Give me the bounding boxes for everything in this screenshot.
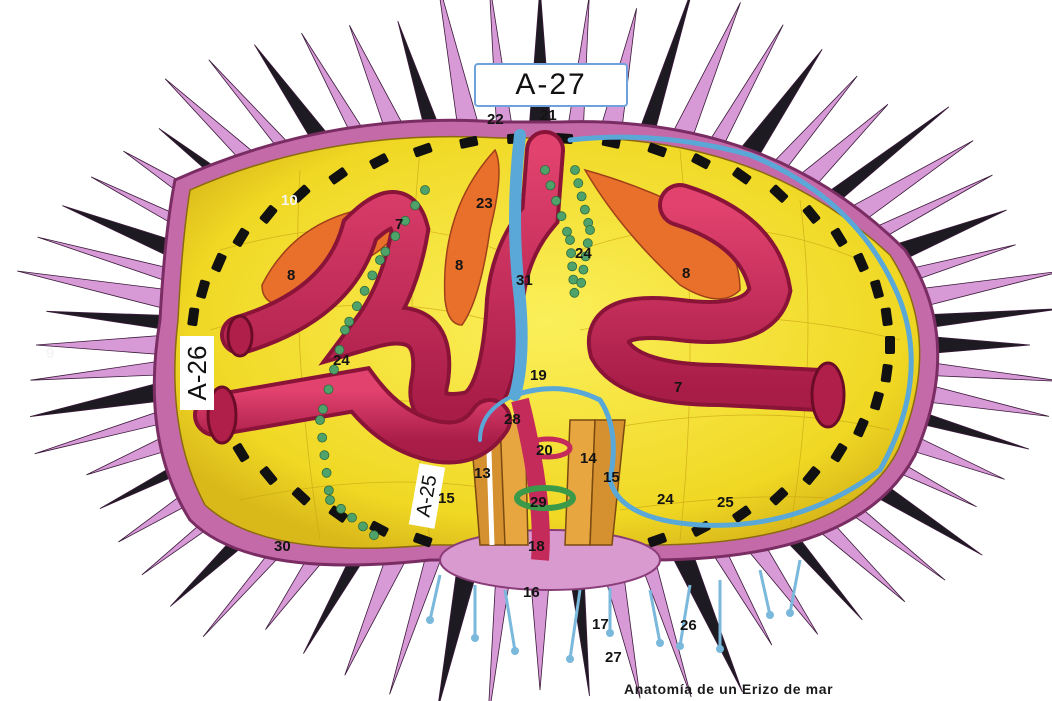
test-segment xyxy=(885,336,895,354)
label-10: 10 xyxy=(281,193,298,208)
ampulla xyxy=(574,179,583,188)
label-8-right: 8 xyxy=(682,266,690,281)
ampulla xyxy=(566,236,575,245)
ampulla xyxy=(579,265,588,274)
ampulla xyxy=(322,468,331,477)
tube-foot-tip xyxy=(766,611,774,619)
label-23: 23 xyxy=(476,196,493,211)
ampulla xyxy=(557,212,566,221)
ampulla xyxy=(326,496,335,505)
label-28: 28 xyxy=(504,412,521,427)
ampulla xyxy=(318,433,327,442)
tube-foot-tip xyxy=(656,639,664,647)
intestine-opening-right xyxy=(812,363,844,427)
label-9: 9 xyxy=(46,346,54,361)
label-15-right: 15 xyxy=(603,470,620,485)
tube-foot xyxy=(505,590,515,651)
ampulla xyxy=(577,192,586,201)
label-15-left: 15 xyxy=(438,491,455,506)
plate-a27-label: A-27 xyxy=(474,63,628,107)
label-8-center: 8 xyxy=(455,258,463,273)
ampulla xyxy=(568,262,577,271)
tube-foot-tip xyxy=(786,609,794,617)
ampulla xyxy=(320,451,329,460)
label-29: 29 xyxy=(530,495,547,510)
ampulla xyxy=(324,385,333,394)
label-21: 21 xyxy=(540,108,557,123)
ampulla xyxy=(586,226,595,235)
label-24-right: 24 xyxy=(657,492,674,507)
tube-foot xyxy=(760,570,770,615)
tube-foot-tip xyxy=(566,655,574,663)
label-8-left: 8 xyxy=(287,268,295,283)
tube-foot-tip xyxy=(426,616,434,624)
ampulla xyxy=(360,286,369,295)
ampulla xyxy=(381,247,390,256)
ampulla xyxy=(376,256,385,265)
label-7-right: 7 xyxy=(674,380,682,395)
label-22: 22 xyxy=(487,112,504,127)
ampulla xyxy=(316,416,325,425)
ampulla xyxy=(368,271,377,280)
label-19: 19 xyxy=(530,368,547,383)
ampulla xyxy=(324,486,333,495)
label-20: 20 xyxy=(536,443,553,458)
lantern-base xyxy=(440,530,660,590)
label-30: 30 xyxy=(274,539,291,554)
ampulla xyxy=(348,513,357,522)
ampulla xyxy=(370,531,379,540)
plate-a26-label: A-26 xyxy=(180,336,214,410)
tube-foot-tip xyxy=(716,645,724,653)
label-25: 25 xyxy=(717,495,734,510)
tube-foot-tip xyxy=(511,647,519,655)
ampulla xyxy=(359,522,368,531)
ampulla xyxy=(319,405,328,414)
ampulla xyxy=(352,302,361,311)
intestine-opening-top xyxy=(228,316,252,356)
ampulla xyxy=(391,232,400,241)
ampulla xyxy=(421,186,430,195)
label-24-left: 24 xyxy=(333,353,350,368)
ampulla xyxy=(571,166,580,175)
label-16: 16 xyxy=(523,585,540,600)
ampulla xyxy=(580,205,589,214)
label-18: 18 xyxy=(528,539,545,554)
caption: Anatomía de un Erizo de mar xyxy=(624,681,833,697)
label-24-center: 24 xyxy=(575,246,592,261)
ampulla xyxy=(570,288,579,297)
ampulla xyxy=(563,227,572,236)
tube-foot xyxy=(680,585,690,646)
ampulla xyxy=(552,196,561,205)
label-26: 26 xyxy=(680,618,697,633)
label-13: 13 xyxy=(474,466,491,481)
label-7-left: 7 xyxy=(395,217,403,232)
label-31: 31 xyxy=(516,273,533,288)
label-14: 14 xyxy=(580,451,597,466)
tube-foot-tip xyxy=(676,642,684,650)
ampulla xyxy=(577,278,586,287)
ampulla xyxy=(411,201,420,210)
ampulla xyxy=(546,181,555,190)
tube-foot-tip xyxy=(471,634,479,642)
label-17: 17 xyxy=(592,617,609,632)
label-27: 27 xyxy=(605,650,622,665)
ampulla xyxy=(345,317,354,326)
ampulla xyxy=(541,166,550,175)
ampulla xyxy=(337,504,346,513)
ampulla xyxy=(341,326,350,335)
